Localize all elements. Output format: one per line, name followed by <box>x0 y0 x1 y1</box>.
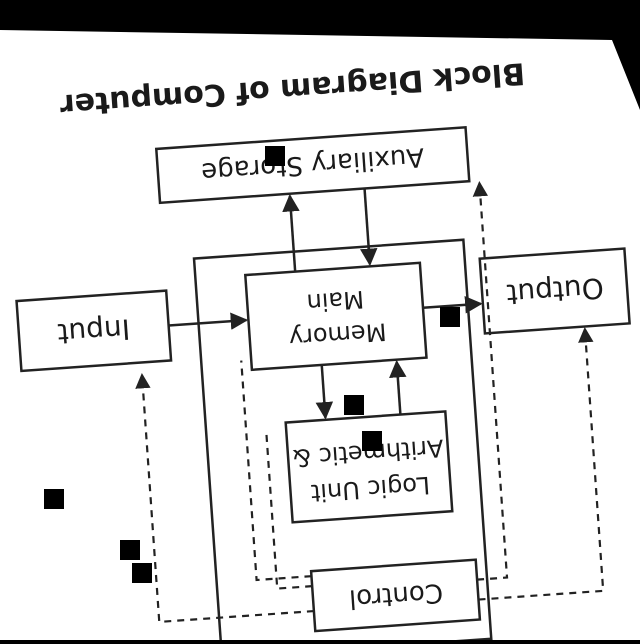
redaction-square <box>362 431 382 451</box>
cpu-frame <box>192 238 493 644</box>
alu-to-memory-arrow <box>389 359 407 415</box>
control-block: Control <box>309 558 482 633</box>
input-label: Input <box>57 312 132 350</box>
output-label: Output <box>505 271 604 311</box>
redaction-square <box>344 395 364 415</box>
memory-to-aux-arrow <box>282 194 300 272</box>
input-to-memory-arrow <box>168 312 249 330</box>
control-to-output-line <box>478 326 605 601</box>
memory-to-alu-arrow <box>315 364 334 420</box>
redaction-square <box>132 563 152 583</box>
redaction-square <box>44 489 64 509</box>
memory-label-line2: Main <box>306 285 365 317</box>
output-block: Output <box>478 247 631 335</box>
redaction-square <box>265 146 285 166</box>
aux-to-memory-arrow <box>360 188 378 267</box>
redaction-square <box>120 540 140 560</box>
control-to-memory-line <box>240 360 312 582</box>
memory-to-output-arrow <box>422 296 483 314</box>
memory-label-line1: Memory <box>288 317 387 352</box>
redaction-square <box>440 307 460 327</box>
control-label: Control <box>348 577 444 613</box>
control-to-aux-line <box>472 180 509 581</box>
main-memory-block: Memory Main <box>243 261 428 372</box>
